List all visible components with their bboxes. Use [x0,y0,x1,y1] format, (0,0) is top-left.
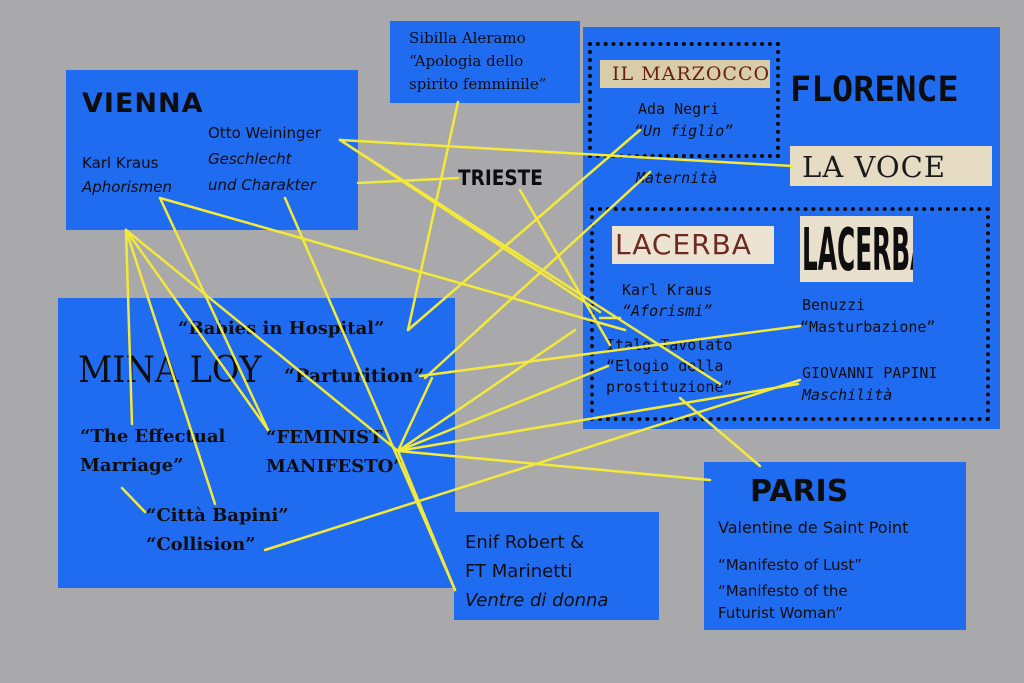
effectual-marriage-2: Marriage” [80,455,184,476]
feminist-manifesto-2: MANIFESTO” [266,456,404,477]
vienna-kraus-work: Aphorismen [82,178,172,196]
enif-line-2: FT Marinetti [465,561,573,582]
la-voce-text: LA VOCE [802,150,946,184]
paris-author: Valentine de Saint Point [718,518,909,537]
tavolato-name: Italo Tavolato [606,336,733,354]
il-marzocco-text: IL MARZOCCO [612,63,770,85]
vienna-kraus-name: Karl Kraus [82,154,159,172]
florence-title: FLORENCE [790,70,959,110]
connector-line [356,176,460,185]
negri-work: “Un figlio” [634,122,734,140]
aleramo-work-1: “Apologia dello [409,52,524,70]
il-marzocco-masthead: IL MARZOCCO [600,60,770,88]
papini-name: GIOVANNI PAPINI [802,364,938,382]
lacerba-masthead-2: LACERBA [800,216,913,282]
enif-line-1: Enif Robert & [465,532,585,553]
tavolato-work-2: prostituzione” [606,378,733,396]
tavolato-work-1: “Elogio della [606,357,724,375]
vienna-weininger-work-2: und Charakter [208,176,316,194]
lacerba-1-text: LACERBA [615,228,752,261]
paris-title: PARIS [750,474,849,509]
paris-work-2b: Futurist Woman” [718,604,843,622]
paris-work-1: “Manifesto of Lust” [718,556,863,574]
benuzzi-name: Benuzzi [802,296,866,314]
trieste-label: TRIESTE [458,166,543,190]
aleramo-work-2: spirito femminile” [409,75,547,93]
mina-loy-title: MINA LOY [78,350,262,391]
parturition: “Parturition” [284,365,425,387]
collision: “Collision” [146,534,256,555]
babies-in-hospital: “Babies in Hospital” [178,318,385,339]
vienna-title: VIENNA [82,88,204,119]
vienna-weininger-work-1: Geschlecht [208,150,292,168]
effectual-marriage-1: “The Effectual [80,426,226,447]
la-voce-masthead: LA VOCE [790,146,992,186]
florence-kraus-name: Karl Kraus [622,281,713,299]
feminist-manifesto-1: “FEMINIST [266,427,383,448]
negri-name: Ada Negri [638,100,720,118]
lacerba-masthead-1: LACERBA [612,226,774,264]
papini-work: Maschilità [802,386,893,404]
lacerba-2-text: LACERBA [802,217,913,282]
citta-bapini: “Città Bapini” [146,505,289,526]
connector-line [406,100,460,332]
benuzzi-work: “Masturbazione” [800,318,936,336]
paris-work-2a: “Manifesto of the [718,582,848,600]
florence-kraus-work: “Aforismi” [622,302,713,320]
maternita-label: Maternità [636,169,718,187]
aleramo-box [390,21,580,103]
enif-work: Ventre di donna [465,590,609,611]
aleramo-name: Sibilla Aleramo [409,29,526,47]
vienna-weininger-name: Otto Weininger [208,124,321,142]
